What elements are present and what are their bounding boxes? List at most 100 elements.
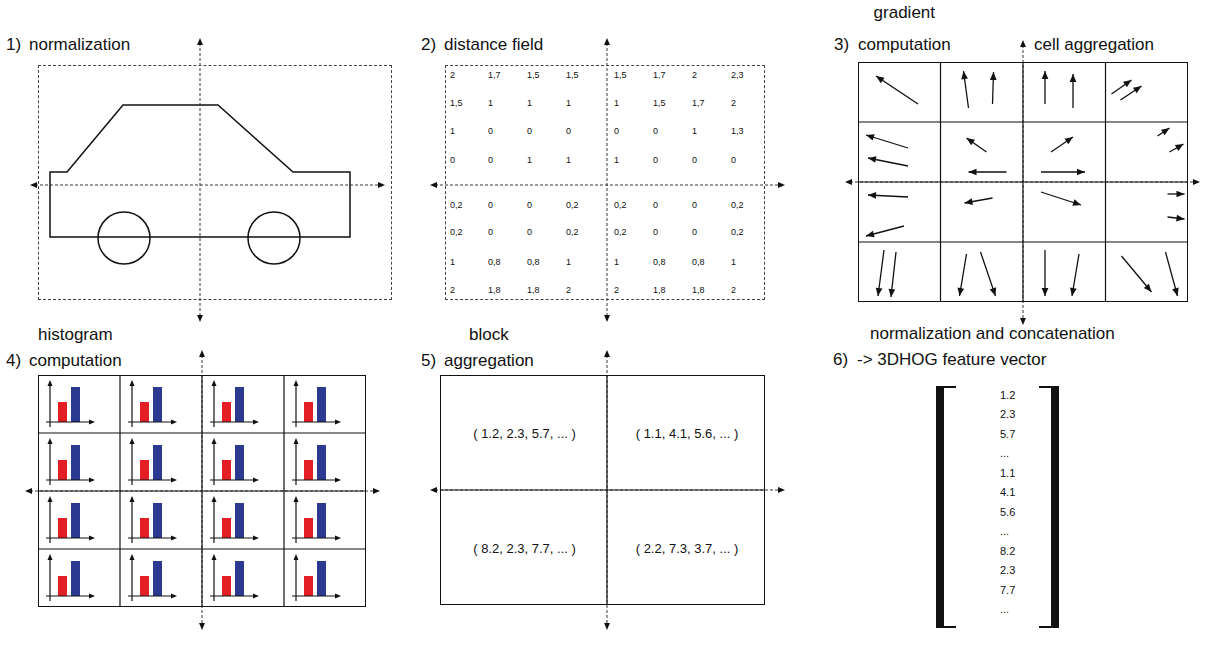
histogram-axis (128, 537, 173, 538)
distance-value: 1,7 (692, 97, 705, 110)
gradient-arrowhead (1064, 137, 1073, 144)
histogram-icon (128, 380, 177, 427)
histogram-bar (140, 402, 149, 422)
gradient-arrow (1166, 252, 1179, 296)
histogram-bar (153, 503, 162, 538)
distance-value: 0 (653, 199, 658, 212)
histogram-arrowhead (171, 477, 177, 482)
histogram-axis (210, 537, 255, 538)
gradient-arrow (889, 252, 896, 297)
axis-arrowhead (30, 182, 37, 188)
gradient-arrow (876, 250, 884, 296)
step-number: 1) (6, 29, 21, 61)
histogram-bar (153, 387, 162, 422)
gradient-arrow (1041, 192, 1081, 206)
histogram-arrowhead (293, 438, 298, 444)
distance-value: 1,8 (488, 284, 501, 297)
distance-value: 2 (450, 284, 455, 297)
distance-value: 1,5 (614, 69, 627, 82)
step-number: 3) (834, 29, 849, 61)
distance-value: 1 (450, 256, 455, 269)
gradient-arrow (1070, 254, 1079, 296)
step-title: normalization and concatenation (870, 322, 1115, 346)
distance-value: 1 (731, 256, 736, 269)
gradient-arrow (1112, 80, 1132, 94)
histogram-bar (235, 387, 244, 422)
histogram-axis (213, 442, 214, 485)
feature-value: 5.7 (1000, 427, 1015, 442)
gradient-arrowhead (961, 71, 968, 79)
feature-value: 2.3 (1000, 563, 1015, 578)
gradient-arrowhead (1175, 144, 1184, 151)
gradient-arrowhead (990, 72, 997, 80)
bracket-right (1039, 386, 1059, 388)
axis-line (200, 43, 201, 317)
feature-value: 4.1 (1000, 485, 1015, 500)
histogram-bar (222, 576, 231, 596)
axis-arrowhead (1020, 318, 1026, 325)
histogram-icon (292, 380, 341, 427)
gradient-arrow (1170, 144, 1184, 152)
distance-value: 1,5 (566, 69, 579, 82)
histogram-axis (213, 558, 214, 601)
histogram-arrowhead (89, 477, 95, 482)
distance-value: 0,2 (731, 226, 744, 239)
step-number: 2) (421, 29, 436, 61)
distance-value: 2 (731, 284, 736, 297)
distance-value: 0 (731, 154, 736, 167)
distance-value: 2 (450, 69, 455, 82)
gradient-arrow (868, 192, 908, 199)
histogram-bar (235, 445, 244, 480)
histogram-axis (213, 500, 214, 543)
gradient-arrow (866, 134, 908, 148)
distance-value: 0,2 (614, 226, 627, 239)
gradient-arrowhead (969, 169, 977, 176)
axis-arrowhead (199, 350, 205, 357)
distance-value: 1 (566, 256, 571, 269)
gradient-arrowhead (866, 134, 875, 140)
histogram-axis (295, 500, 296, 543)
gradient-arrow (1168, 215, 1185, 222)
histogram-arrowhead (335, 477, 341, 482)
distance-value: 0,2 (566, 226, 579, 239)
distance-value: 0,8 (488, 256, 501, 269)
histogram-bar (222, 518, 231, 538)
bracket-right (1039, 626, 1059, 628)
distance-value: 1,8 (653, 284, 666, 297)
histogram-icon (210, 554, 259, 601)
gradient-shaft (1170, 144, 1184, 152)
axis-line (1023, 45, 1024, 320)
panel-histogram: 4)histogram computation (38, 375, 366, 607)
distance-value: 0 (450, 154, 455, 167)
gradient-arrowhead (1042, 288, 1049, 296)
distance-value: 0,8 (692, 256, 705, 269)
histogram-icon (292, 554, 341, 601)
histogram-axis (292, 479, 337, 480)
distance-value: 1,8 (527, 284, 540, 297)
histogram-arrowhead (171, 593, 177, 598)
axes-layer (25, 38, 1200, 630)
step-number: 6) (833, 348, 848, 372)
block-vector: ( 8.2, 2.3, 7.7, ... ) (473, 540, 576, 557)
axis-line (850, 182, 1195, 183)
histogram-arrowhead (47, 380, 52, 386)
gradient-arrowhead (876, 288, 883, 296)
gradient-arrow (1042, 250, 1049, 296)
step-number: 5) (421, 348, 436, 374)
gradient-arrowhead (1176, 215, 1184, 222)
gradient-arrowhead (876, 76, 885, 83)
histogram-arrowhead (89, 419, 95, 424)
histogram-bar (140, 518, 149, 538)
axis-line (35, 185, 380, 186)
gradient-arrowhead (1133, 86, 1142, 93)
axis-line (435, 490, 780, 491)
distance-value: 1 (450, 125, 455, 138)
block-quadrant: ( 8.2, 2.3, 7.7, ... ) (441, 491, 608, 606)
distance-value: 0 (653, 226, 658, 239)
histogram-axis (49, 558, 50, 601)
histogram-axis (210, 421, 255, 422)
panel-block: 5)block aggregation( 1.2, 2.3, 5.7, ... … (440, 375, 765, 605)
gradient-shaft (981, 252, 996, 296)
histogram-axis (46, 479, 91, 480)
gradient-shaft (1122, 256, 1152, 292)
